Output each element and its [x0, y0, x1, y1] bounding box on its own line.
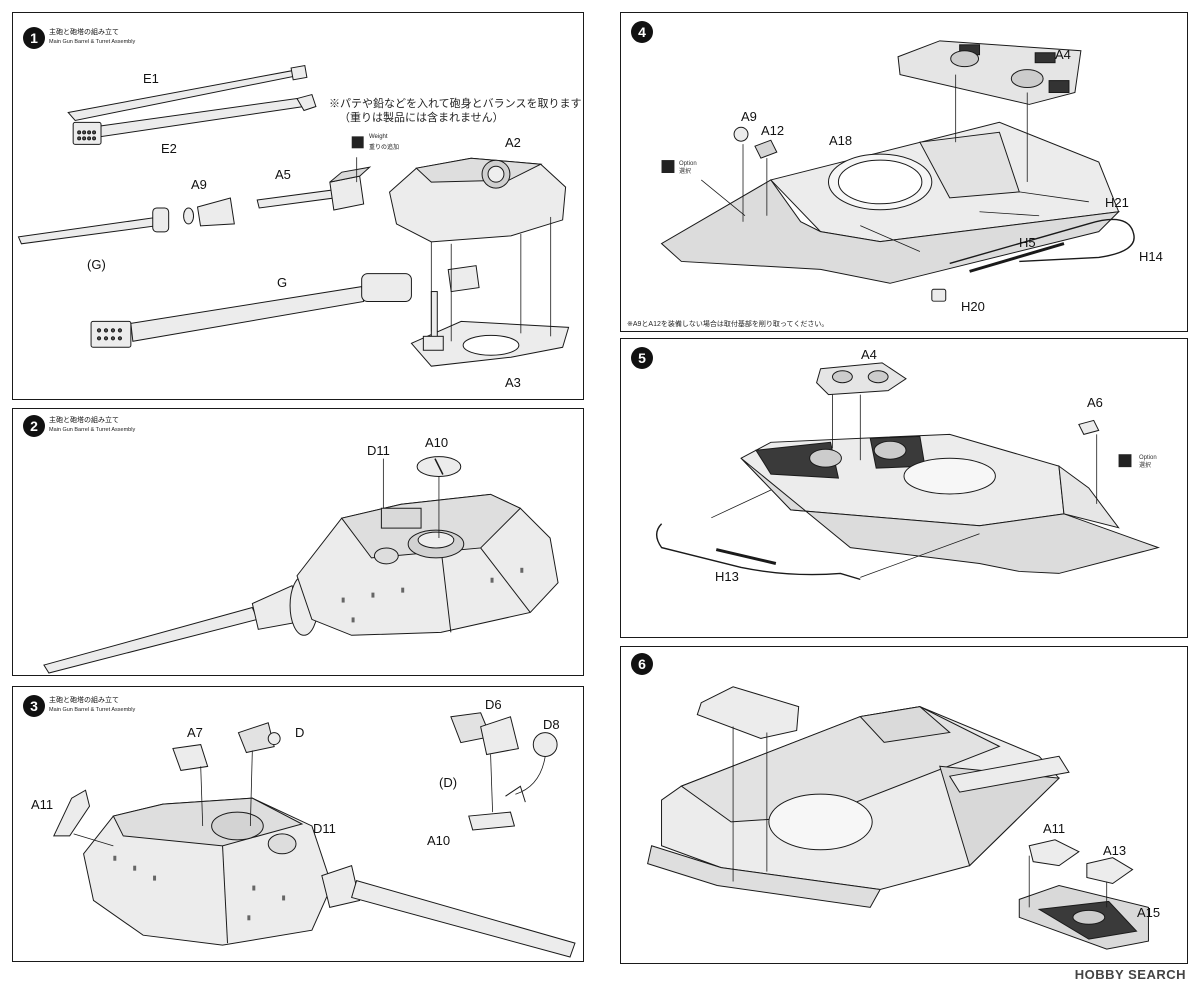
part-label-E1: E1 — [143, 71, 159, 86]
step-2-illustration — [43, 456, 559, 674]
step-title-jp: 主砲と砲塔の組み立て — [49, 29, 119, 36]
hobby-search-watermark: HOBBY SEARCH — [1074, 967, 1186, 982]
part-label-D11: D11 — [313, 821, 336, 836]
part-label-A4: A4 — [1055, 47, 1071, 62]
step-1-panel: 1 主砲と砲塔の組み立て Main Gun Barrel & Turret As… — [12, 12, 584, 400]
step-number-badge: 1 — [23, 27, 45, 49]
part-label-A18: A18 — [829, 133, 853, 148]
step-number-badge: 6 — [631, 653, 653, 675]
step-5-illustration — [655, 362, 1160, 581]
part-label-A11: A11 — [31, 797, 54, 812]
step-4-panel: 4 — [620, 12, 1188, 332]
step-title-en: Main Gun Barrel & Turret Assembly — [49, 39, 136, 45]
part-label-A9: A9 — [191, 177, 207, 192]
option-label-en: Option — [679, 161, 697, 167]
step-3-illustration — [52, 712, 576, 958]
step-4-illustration — [660, 40, 1135, 302]
step-5-panel: 5 A4 — [620, 338, 1188, 638]
step-number-badge: 4 — [631, 21, 653, 43]
part-label-D8: D8 — [543, 717, 560, 732]
weight-label-jp: 重りの追加 — [369, 145, 400, 151]
step-4-footnote: ※A9とA12を装備しない場合は取付基部を削り取ってください。 — [627, 321, 829, 328]
step-6-panel: 6 A11 A13 A15 — [620, 646, 1188, 964]
part-label-H13: H13 — [715, 569, 739, 584]
step-title-en: Main Gun Barrel & Turret Assembly — [49, 427, 136, 433]
step-title-jp: 主砲と砲塔の組み立て — [49, 697, 119, 704]
step-number-badge: 3 — [23, 695, 45, 717]
part-label-A7: A7 — [187, 725, 203, 740]
balance-note-line2: （重りは製品には含まれません） — [339, 112, 504, 124]
part-label-A10: A10 — [425, 435, 449, 450]
part-label-D: D — [295, 725, 305, 740]
part-label-H14: H14 — [1139, 249, 1163, 264]
part-label-D6: D6 — [485, 697, 502, 712]
part-label-G-paren: (G) — [87, 257, 106, 272]
option-label-en: Option — [1139, 455, 1157, 461]
option-label-jp: 選択 — [1139, 463, 1152, 469]
part-label-E2: E2 — [161, 141, 177, 156]
part-label-A9: A9 — [741, 109, 757, 124]
part-label-A10: A10 — [427, 833, 451, 848]
step-1-illustration — [17, 65, 570, 367]
step-number-badge: 5 — [631, 347, 653, 369]
part-label-A5: A5 — [275, 167, 291, 182]
part-label-G: G — [277, 275, 288, 290]
part-label-A13: A13 — [1103, 843, 1127, 858]
step-3-panel: 3 主砲と砲塔の組み立て Main Gun Barrel & Turret As… — [12, 686, 584, 962]
step-number-badge: 2 — [23, 415, 45, 437]
part-label-H5: H5 — [1019, 235, 1036, 250]
part-label-H20: H20 — [961, 299, 985, 314]
part-label-A4: A4 — [861, 347, 877, 362]
part-label-A11: A11 — [1043, 821, 1066, 836]
part-label-A6: A6 — [1087, 395, 1103, 410]
option-label-jp: 選択 — [679, 169, 692, 175]
part-label-A3: A3 — [505, 375, 521, 390]
part-label-A2: A2 — [505, 135, 521, 150]
part-label-D-paren: (D) — [439, 775, 458, 790]
part-label-D11: D11 — [367, 443, 390, 458]
balance-note-line1: ※パテや鉛などを入れて砲身とバランスを取ります — [329, 98, 582, 110]
step-2-panel: 2 主砲と砲塔の組み立て Main Gun Barrel & Turret As… — [12, 408, 584, 676]
part-label-A12: A12 — [761, 123, 785, 138]
step-6-illustration — [647, 686, 1149, 950]
part-label-A15: A15 — [1137, 905, 1161, 920]
weight-label-en: Weight — [369, 134, 388, 140]
step-title-jp: 主砲と砲塔の組み立て — [49, 417, 119, 424]
part-label-H21: H21 — [1105, 195, 1129, 210]
step-title-en: Main Gun Barrel & Turret Assembly — [49, 707, 136, 713]
